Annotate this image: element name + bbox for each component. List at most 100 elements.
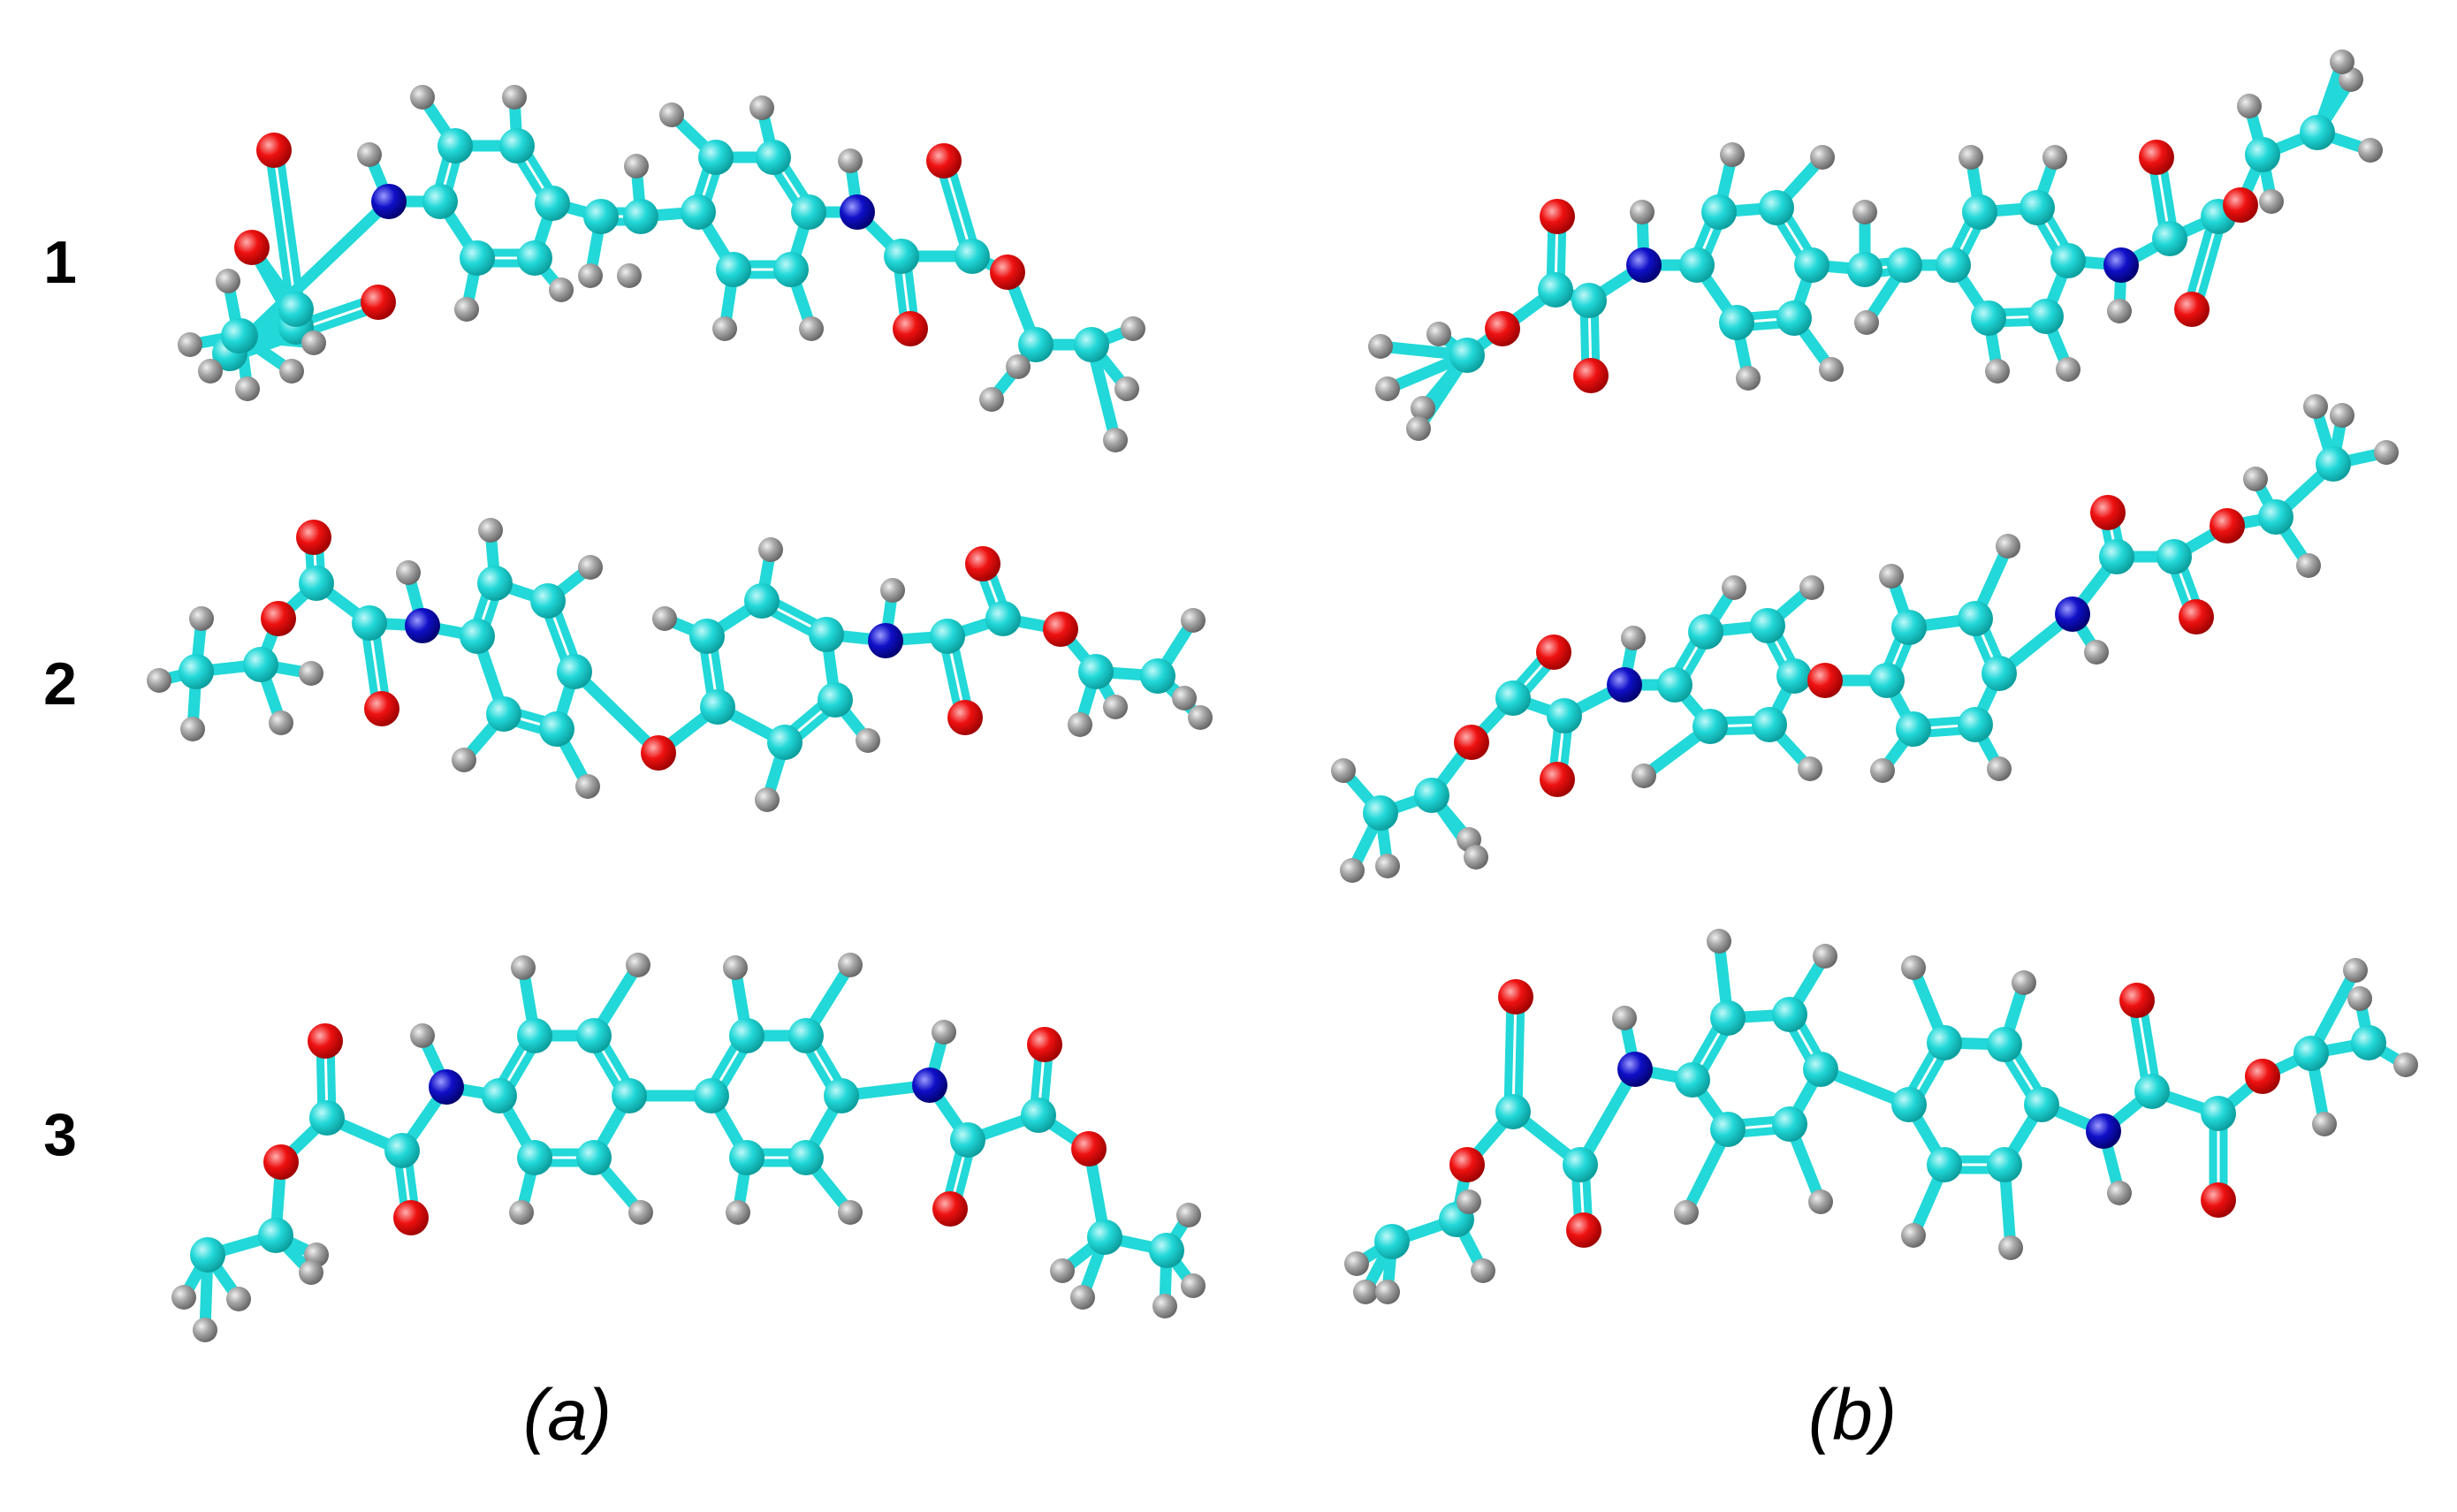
hydrogen-atom	[626, 953, 650, 977]
hydrogen-atom	[2343, 958, 2368, 983]
carbon-atom	[576, 1140, 612, 1175]
carbon-atom	[1772, 997, 1807, 1032]
hydrogen-atom	[799, 316, 824, 341]
hydrogen-atom	[1121, 316, 1145, 341]
hydrogen-atom	[226, 1287, 251, 1311]
carbon-atom	[517, 1018, 552, 1053]
carbon-atom	[1927, 1025, 1962, 1060]
hydrogen-atom	[758, 537, 783, 562]
carbon-atom	[1074, 327, 1109, 362]
hydrogen-atom	[1720, 142, 1745, 167]
hydrogen-atom	[478, 518, 503, 543]
hydrogen-atom	[1998, 1235, 2023, 1260]
carbon-atom	[352, 605, 387, 641]
hydrogen-atom	[1152, 1294, 1177, 1318]
oxygen-atom	[234, 230, 270, 265]
carbon-atom	[1693, 709, 1728, 744]
carbon-atom	[1701, 194, 1737, 230]
hydrogen-atom	[749, 95, 774, 120]
carbon-atom	[744, 583, 780, 619]
carbon-atom	[700, 689, 735, 725]
oxygen-atom	[926, 143, 962, 179]
nitrogen-atom	[840, 194, 875, 230]
oxygen-atom	[1540, 199, 1575, 234]
bond	[1514, 992, 1525, 1116]
hydrogen-atom	[171, 1285, 196, 1310]
carbon-atom	[1936, 247, 1971, 283]
carbon-atom	[583, 199, 619, 234]
hydrogen-atom	[838, 148, 863, 173]
hydrogen-atom	[235, 376, 260, 401]
carbon-atom	[1887, 247, 1922, 283]
hydrogen-atom	[726, 1200, 750, 1225]
carbon-atom	[2134, 1074, 2170, 1109]
oxygen-atom	[1536, 634, 1571, 670]
carbon-atom	[681, 194, 716, 230]
hydrogen-atom	[2259, 189, 2284, 214]
oxygen-atom	[2179, 599, 2214, 634]
hydrogen-atom	[509, 1200, 534, 1225]
carbon-atom	[2316, 446, 2351, 482]
hydrogen-atom	[1050, 1258, 1075, 1283]
hydrogen-atom	[652, 606, 677, 631]
hydrogen-atom	[1852, 200, 1877, 224]
hydrogen-atom	[1188, 705, 1213, 730]
hydrogen-atom	[1375, 1280, 1400, 1304]
carbon-atom	[530, 583, 566, 619]
hydrogen-atom	[578, 555, 603, 580]
hydrogen-atom	[193, 1318, 217, 1342]
oxygen-atom	[1498, 979, 1533, 1014]
carbon-atom	[1495, 1094, 1531, 1129]
hydrogen-atom	[299, 1260, 323, 1285]
hydrogen-atom	[1810, 145, 1835, 170]
carbon-atom	[535, 186, 570, 221]
hydrogen-atom	[617, 263, 642, 288]
hydrogen-atom	[1181, 608, 1206, 633]
carbon-atom	[1891, 610, 1927, 645]
oxygen-atom	[2119, 983, 2155, 1018]
hydrogen-atom	[712, 316, 737, 341]
oxygen-atom	[1027, 1027, 1062, 1062]
carbon-atom	[791, 194, 826, 230]
hydrogen-atom	[1707, 929, 1731, 954]
carbon-atom	[612, 1078, 647, 1113]
oxygen-atom	[263, 1144, 299, 1180]
carbon-atom	[1982, 656, 2017, 691]
molecule-2b-bonds	[1337, 400, 2392, 877]
nitrogen-atom	[2086, 1113, 2121, 1149]
bond	[1574, 1063, 1641, 1171]
carbon-atom	[557, 654, 592, 689]
carbon-atom	[788, 1140, 824, 1175]
hydrogen-atom	[1353, 1280, 1378, 1304]
nitrogen-atom	[1607, 667, 1642, 703]
hydrogen-atom	[1819, 357, 1844, 382]
oxygen-atom	[990, 255, 1025, 290]
carbon-atom	[179, 654, 214, 689]
oxygen-atom	[361, 285, 396, 320]
hydrogen-atom	[2042, 145, 2067, 170]
row-label-1: 1	[43, 229, 77, 296]
row-label-2: 2	[43, 650, 77, 718]
hydrogen-atom	[2393, 1052, 2418, 1077]
carbon-atom	[824, 1078, 859, 1113]
hydrogen-atom	[299, 661, 323, 686]
hydrogen-atom	[1070, 1285, 1095, 1310]
carbon-atom	[258, 1218, 293, 1253]
carbon-atom	[809, 617, 844, 652]
hydrogen-atom	[1870, 758, 1895, 783]
carbon-atom	[767, 725, 803, 760]
molecule-2a-atoms	[147, 518, 1213, 812]
oxygen-atom	[2139, 140, 2174, 175]
hydrogen-atom	[1103, 428, 1128, 452]
hydrogen-atom	[189, 606, 214, 631]
carbon-atom	[2293, 1036, 2329, 1071]
carbon-atom	[477, 566, 513, 601]
carbon-atom	[243, 647, 278, 682]
carbon-atom	[1710, 1112, 1746, 1147]
hydrogen-atom	[880, 578, 905, 603]
hydrogen-atom	[178, 332, 202, 357]
oxygen-atom	[261, 601, 296, 636]
hydrogen-atom	[1674, 1200, 1699, 1225]
hydrogen-atom	[454, 297, 479, 322]
